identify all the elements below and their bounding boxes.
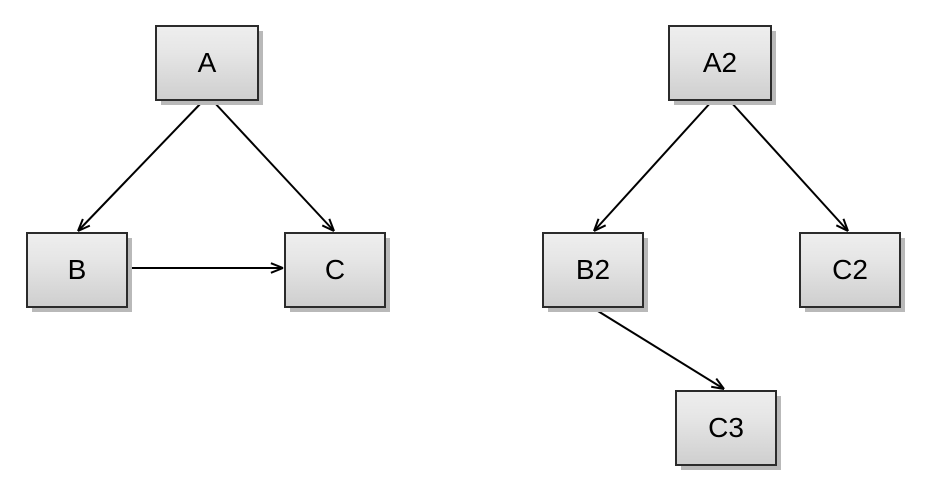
node-c2[interactable]: C2 bbox=[799, 232, 901, 308]
node-b[interactable]: B bbox=[26, 232, 128, 308]
node-c3[interactable]: C3 bbox=[675, 390, 777, 466]
arrowhead-barb-0 bbox=[593, 218, 600, 232]
node-label: A2 bbox=[702, 47, 738, 78]
edge-a-to-b[interactable] bbox=[77, 100, 204, 232]
edge-line bbox=[212, 100, 335, 232]
arrowhead-barb-0 bbox=[77, 218, 84, 232]
edge-line bbox=[592, 307, 725, 390]
node-b2[interactable]: B2 bbox=[542, 232, 644, 308]
arrowhead-barb-1 bbox=[328, 218, 335, 232]
edges-group bbox=[77, 100, 849, 390]
node-c[interactable]: C bbox=[284, 232, 386, 308]
edge-b2-to-c3[interactable] bbox=[592, 307, 725, 390]
node-label: C2 bbox=[832, 254, 868, 285]
arrowhead-barb-1 bbox=[270, 262, 284, 269]
edge-a2-to-c2[interactable] bbox=[729, 100, 849, 232]
node-label: C3 bbox=[708, 412, 744, 443]
arrowhead-barb-0 bbox=[321, 224, 335, 232]
arrowhead-barb-0 bbox=[835, 224, 849, 232]
node-a[interactable]: A bbox=[155, 25, 259, 101]
node-label: B2 bbox=[575, 254, 611, 285]
arrowhead-barb-1 bbox=[842, 218, 849, 232]
arrowhead-barb-1 bbox=[715, 377, 725, 390]
arrowhead-barb-1 bbox=[77, 224, 91, 232]
node-label: C bbox=[324, 254, 346, 285]
node-a2[interactable]: A2 bbox=[668, 25, 772, 101]
edge-a-to-c[interactable] bbox=[212, 100, 335, 232]
node-label: B bbox=[67, 254, 87, 285]
arrowhead-barb-0 bbox=[711, 385, 725, 390]
arrowhead-barb-1 bbox=[593, 224, 607, 232]
node-label: A bbox=[197, 47, 217, 78]
edge-a2-to-b2[interactable] bbox=[593, 100, 713, 232]
edge-line bbox=[593, 100, 713, 232]
edge-line bbox=[729, 100, 849, 232]
arrowhead-barb-0 bbox=[270, 267, 284, 274]
edge-line bbox=[77, 100, 204, 232]
edge-b-to-c[interactable] bbox=[129, 262, 284, 274]
